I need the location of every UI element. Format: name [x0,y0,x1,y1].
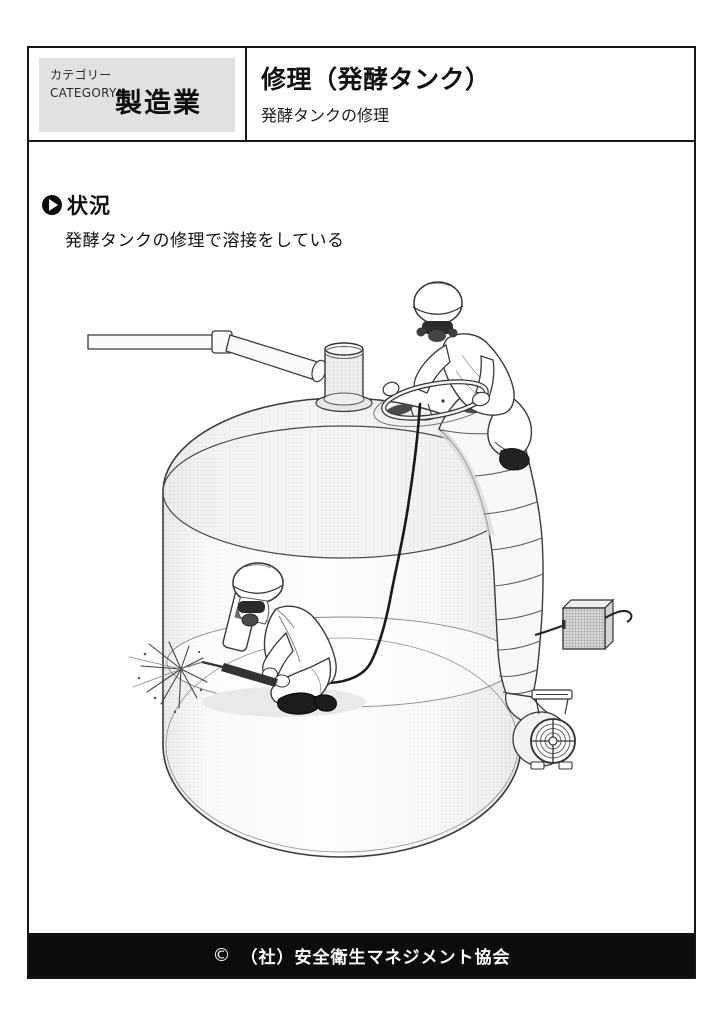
situation-description: 発酵タンクの修理で溶接をしている [65,231,345,251]
tank-welding-illustration [87,281,633,858]
welding-torch [221,663,278,687]
situation-heading: 状況 [42,190,111,220]
copyright-icon: © [212,944,232,966]
watcher-gloves [382,381,490,407]
watcher-on-tank [412,281,533,471]
situation-title: 状況 [67,194,111,218]
category-label-en: CATEGORY [50,86,117,100]
category-label-jp: カテゴリー [50,68,112,82]
category-labels: カテゴリー CATEGORY [50,66,117,102]
manhole-ring [381,379,489,421]
watcher-goggles [422,321,453,334]
content-area: 状況 発酵タンクの修理で溶接をしている [29,142,694,933]
welder-goggles [238,601,265,613]
welder-boot [277,692,320,715]
portable-blower-fan [512,689,576,770]
watcher-helmet [413,281,463,325]
top-nozzle [315,342,373,413]
inlet-pipe [87,330,327,383]
welding-machine-box [534,598,633,651]
welder-respirator [241,613,259,627]
box-cable-right [604,609,633,623]
page-title: 修理（発酵タンク） [261,65,491,94]
header-category-cell: カテゴリー CATEGORY 製造業 [29,48,247,140]
welder-boot-back [314,694,337,712]
box-cable-left [534,625,563,636]
category-value: 製造業 [115,88,202,119]
header-title-cell: 修理（発酵タンク） 発酵タンクの修理 [247,48,694,140]
watcher-respirator [428,330,446,342]
fan-grille [530,718,576,764]
document-frame: カテゴリー CATEGORY 製造業 修理（発酵タンク） 発酵タンクの修理 [27,46,696,979]
play-bullet-icon [42,195,62,215]
welder-inside-tank [186,562,337,715]
watcher-boot [499,448,530,471]
page-subtitle: 発酵タンクの修理 [261,105,390,125]
footer-organization: （社）安全衛生マネジメント協会 [240,947,511,968]
category-box: カテゴリー CATEGORY 製造業 [39,58,235,132]
header: カテゴリー CATEGORY 製造業 修理（発酵タンク） 発酵タンクの修理 [29,48,694,142]
welding-sparks [128,641,208,714]
footer-bar: © （社）安全衛生マネジメント協会 [29,933,694,977]
